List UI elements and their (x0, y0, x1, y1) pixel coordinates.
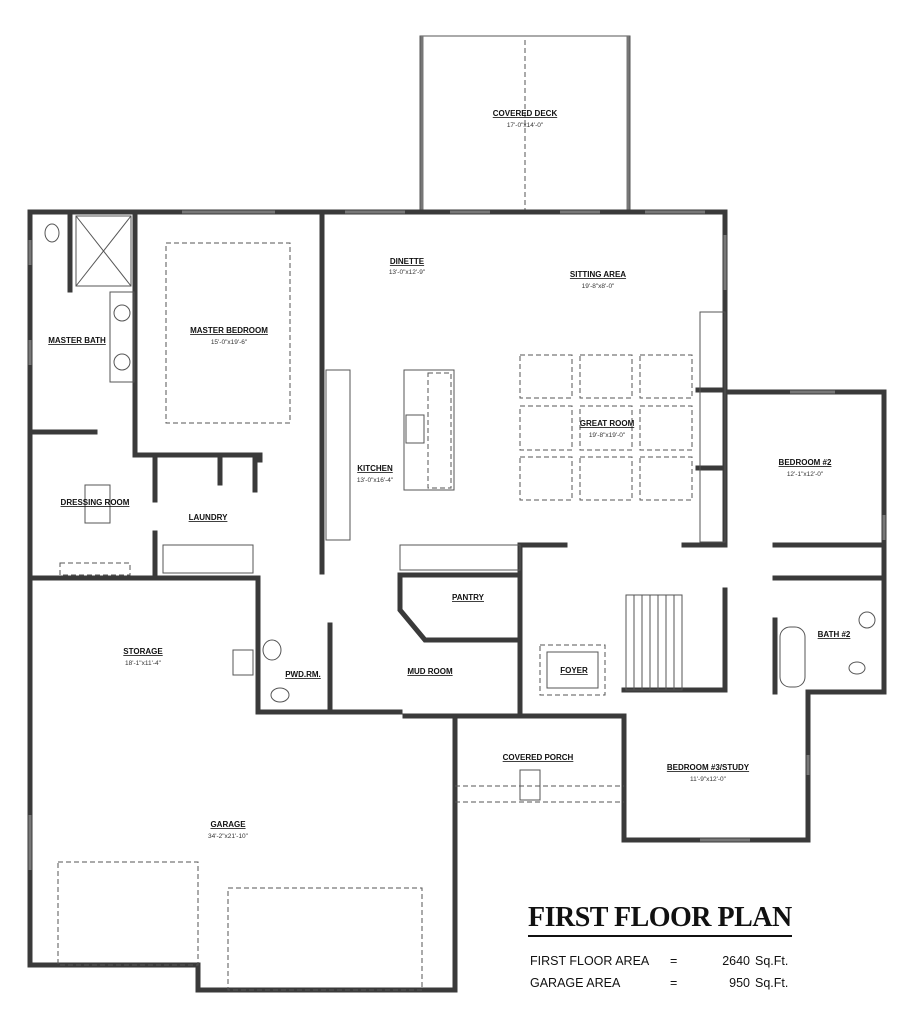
ceiling-outlines (165, 242, 693, 803)
mud-room-label: MUD ROOM (407, 667, 453, 676)
great-room-label: GREAT ROOM (580, 419, 635, 428)
area-value: 950 (729, 976, 750, 990)
area-unit: Sq.Ft. (755, 954, 789, 968)
area-label: FIRST FLOOR AREA (530, 954, 650, 968)
area-unit: Sq.Ft. (755, 976, 789, 990)
kitchen-label: KITCHEN (357, 464, 393, 473)
sitting-area-label: SITTING AREA (570, 270, 626, 279)
bedroom2-label: BEDROOM #2 (779, 458, 832, 467)
covered-deck-dim: 17'-0"x14'-0" (507, 122, 544, 129)
pwd-rm-label: PWD.RM. (285, 670, 321, 679)
garage-area-row: GARAGE AREA = 950 Sq.Ft. (530, 976, 788, 990)
bedroom2-dim: 12'-1"x12'-0" (787, 471, 824, 478)
area-equals: = (670, 954, 678, 968)
garage-label: GARAGE (210, 820, 246, 829)
master-bath-label: MASTER BATH (48, 336, 106, 345)
great-room-dim: 19'-8"x19'-0" (589, 432, 626, 439)
covered-porch-label: COVERED PORCH (503, 753, 574, 762)
dinette-dim: 13'-0"x12'-9" (389, 269, 426, 276)
first-floor-area-row: FIRST FLOOR AREA = 2640 Sq.Ft. (530, 954, 788, 968)
bath2-label: BATH #2 (818, 630, 851, 639)
covered-deck-label: COVERED DECK (493, 109, 558, 118)
interior-walls (27, 209, 887, 719)
bedroom3-dim: 11'-9"x12'-0" (690, 776, 727, 783)
master-bedroom-label: MASTER BEDROOM (190, 326, 268, 335)
pantry-label: PANTRY (452, 593, 485, 602)
area-equals: = (670, 976, 678, 990)
bedroom3-label: BEDROOM #3/STUDY (667, 763, 750, 772)
sitting-area-dim: 19'-8"x8'-0" (582, 283, 615, 290)
plan-title: FIRST FLOOR PLAN (528, 903, 792, 937)
garage-doors (57, 861, 423, 991)
area-label: GARAGE AREA (530, 976, 621, 990)
windows (28, 210, 886, 870)
master-bedroom-dim: 15'-0"x19'-6" (211, 339, 248, 346)
dressing-room-label: DRESSING ROOM (61, 498, 130, 507)
laundry-label: LAUNDRY (189, 513, 228, 522)
garage-dim: 34'-2"x21'-10" (208, 833, 249, 840)
fixtures (44, 215, 876, 801)
dinette-label: DINETTE (390, 257, 425, 266)
foyer-label: FOYER (560, 666, 588, 675)
stair-treads (633, 595, 675, 690)
kitchen-dim: 13'-0"x16'-4" (357, 477, 394, 484)
storage-label: STORAGE (123, 647, 163, 656)
storage-dim: 18'-1"x11'-4" (125, 660, 162, 667)
area-value: 2640 (722, 954, 750, 968)
